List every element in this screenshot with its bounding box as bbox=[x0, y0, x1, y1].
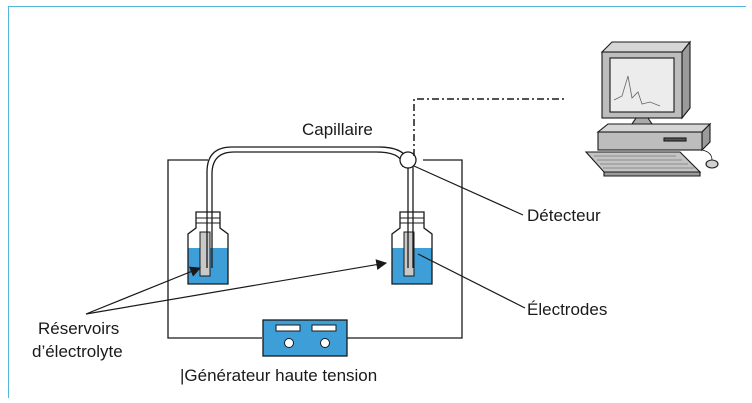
label-reservoirs-line2: d’électrolyte bbox=[32, 342, 123, 361]
detector-leader bbox=[413, 165, 524, 216]
high-voltage-generator bbox=[262, 319, 348, 357]
computer-icon bbox=[584, 40, 719, 177]
label-electrodes: Électrodes bbox=[527, 300, 607, 319]
capillary-tube bbox=[206, 146, 414, 268]
electrodes-leader bbox=[417, 253, 526, 309]
label-capillary: Capillaire bbox=[302, 120, 373, 139]
detector bbox=[399, 151, 417, 169]
label-reservoirs-line1: Réservoirs bbox=[38, 319, 119, 338]
reservoir-right bbox=[391, 211, 433, 285]
label-detector: Détecteur bbox=[527, 206, 601, 225]
reservoir-left bbox=[187, 211, 229, 285]
arrow-to-left-reservoir bbox=[85, 266, 202, 315]
label-generator: |Générateur haute tension bbox=[180, 366, 377, 385]
enclosure bbox=[167, 159, 463, 339]
leader-lines bbox=[85, 165, 526, 315]
figure-frame bbox=[8, 6, 746, 398]
arrow-to-right-reservoir bbox=[85, 259, 388, 315]
signal-line bbox=[413, 98, 566, 156]
